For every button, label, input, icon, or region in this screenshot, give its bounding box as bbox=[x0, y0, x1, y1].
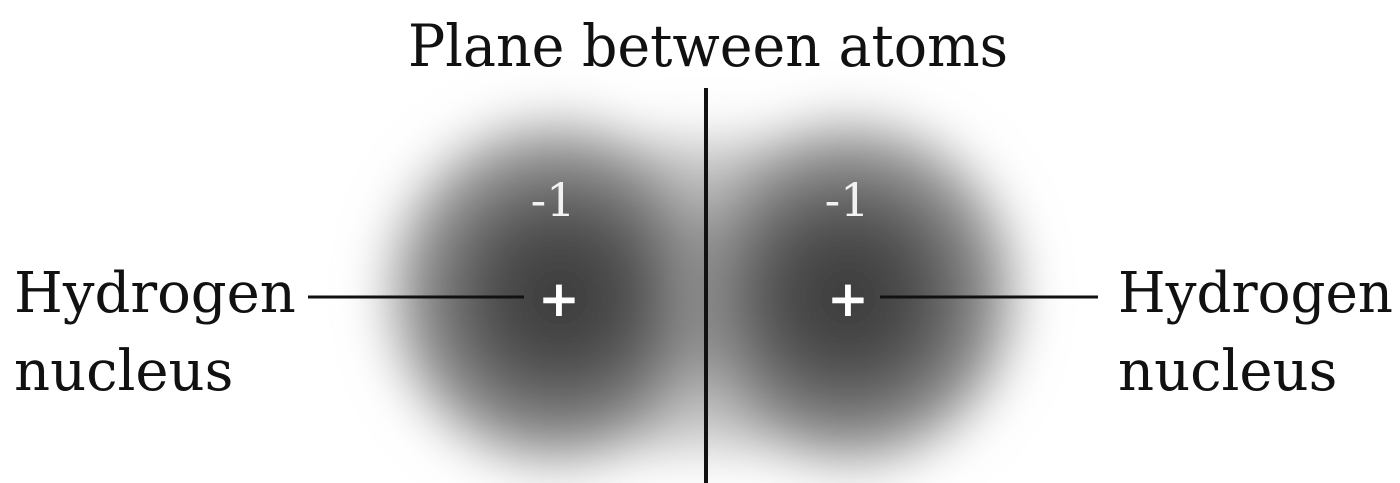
left-charge-label: -1 bbox=[531, 173, 576, 227]
diagram-title: Plane between atoms bbox=[408, 12, 1008, 80]
left-label-line2: nucleus bbox=[14, 339, 233, 404]
right-charge-label: -1 bbox=[825, 173, 870, 227]
left-nucleus-symbol: + bbox=[538, 270, 580, 328]
left-electron-cloud bbox=[390, 122, 720, 462]
right-label-line1: Hydrogen bbox=[1118, 261, 1393, 326]
right-hydrogen-nucleus-label: Hydrogen nucleus bbox=[1118, 261, 1393, 404]
right-label-line2: nucleus bbox=[1118, 339, 1337, 404]
left-hydrogen-nucleus-label: Hydrogen nucleus bbox=[14, 261, 296, 404]
right-nucleus-symbol: + bbox=[827, 270, 869, 328]
left-label-line1: Hydrogen bbox=[14, 261, 296, 326]
electron-cloud bbox=[390, 122, 1015, 462]
right-electron-cloud bbox=[685, 122, 1015, 462]
